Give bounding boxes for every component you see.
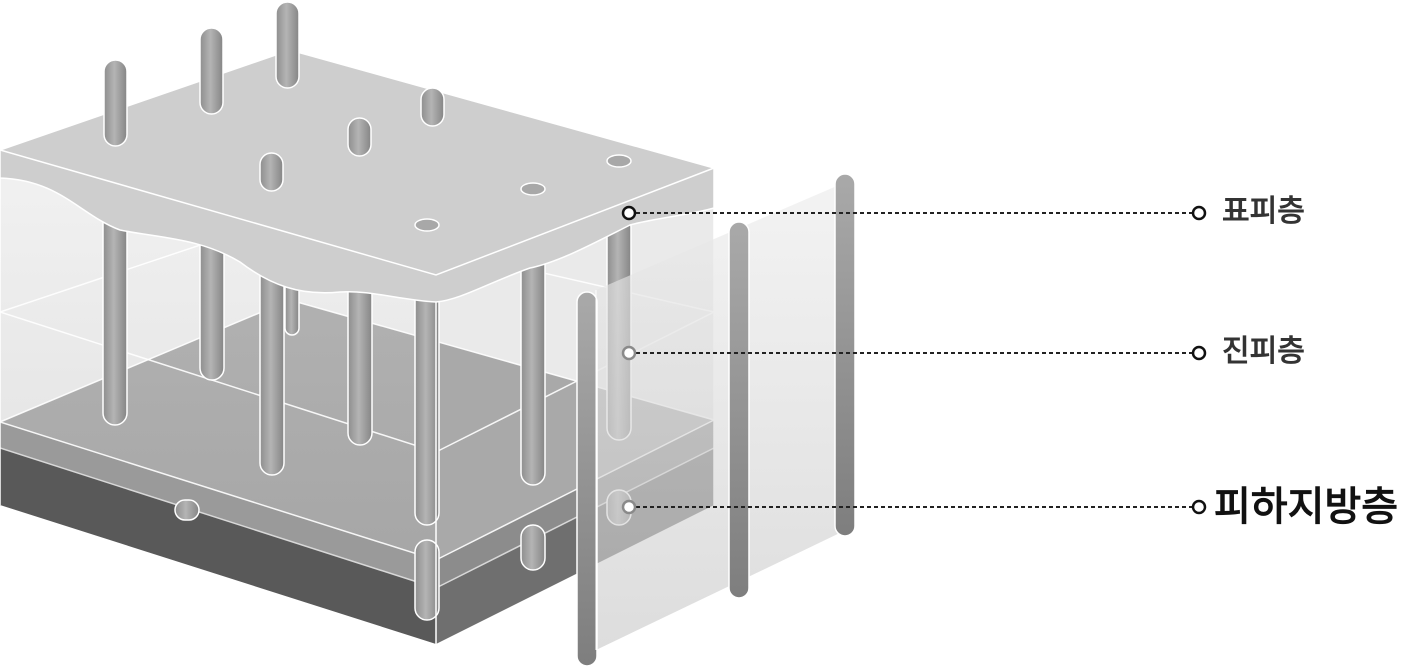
rod	[728, 221, 750, 599]
leader-dot-dermis-end	[1191, 345, 1207, 361]
rod	[102, 199, 128, 426]
rod	[414, 539, 440, 621]
surface-pores	[414, 154, 632, 232]
rod	[103, 59, 128, 147]
rod	[520, 244, 546, 486]
dermis-label: 진피층	[1222, 334, 1305, 369]
rod	[259, 152, 284, 192]
leader-dot-epidermis-end	[1191, 205, 1207, 221]
rod	[347, 269, 373, 446]
pore	[606, 154, 632, 168]
leader-dot-epidermis	[621, 205, 637, 221]
leader-lines	[621, 205, 1207, 515]
rod	[576, 291, 598, 667]
rod	[174, 499, 200, 521]
epidermis-top-edge	[0, 149, 715, 276]
subcutaneous-slab-rim	[0, 422, 436, 588]
subcutaneous-slab-front	[0, 448, 436, 644]
leader-dot-subcutaneous-end	[1191, 499, 1207, 515]
pore	[414, 218, 440, 232]
leader-dot-subcutaneous	[621, 499, 637, 515]
rod	[834, 173, 856, 537]
internal-rods	[102, 199, 632, 621]
rod	[420, 87, 445, 127]
leader-dot-dermis	[621, 345, 637, 361]
epidermis-surface	[0, 49, 715, 303]
rod	[199, 27, 224, 115]
rod	[520, 524, 546, 571]
epidermis-label: 표피층	[1222, 194, 1305, 229]
pore	[520, 182, 546, 196]
front-panel	[596, 182, 846, 650]
subcutaneous-label: 피하지방층	[1214, 484, 1398, 530]
surface-rods	[103, 1, 445, 192]
slab-edge	[0, 447, 437, 589]
panel-rods	[576, 173, 856, 667]
rod	[347, 117, 372, 157]
rod	[275, 1, 300, 89]
